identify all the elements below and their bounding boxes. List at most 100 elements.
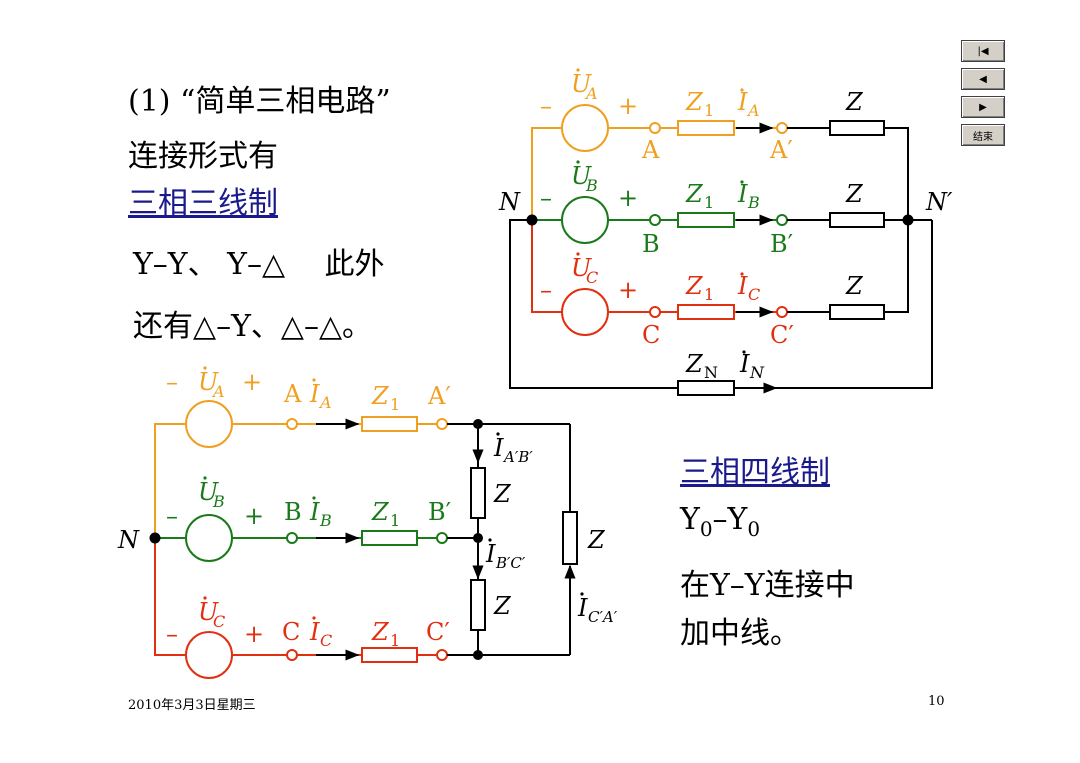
bottom-terminal-a-prime: [436, 418, 448, 430]
bottom-z1-b-sub: 1: [390, 511, 400, 530]
top-uc-label: U: [571, 254, 592, 282]
top-ic-label: I: [737, 272, 748, 300]
top-plus-c: +: [618, 276, 638, 304]
bottom-terminal-b: [286, 532, 298, 544]
footer-date: 2010年3月3日星期三: [128, 698, 256, 713]
top-b-prime-label: B′: [770, 230, 793, 258]
intro-line-1: (1) “简单三相电路”: [128, 84, 391, 119]
top-ib-label: I: [737, 180, 748, 208]
top-z-c: [829, 304, 885, 320]
top-wire-a-left: [531, 127, 562, 218]
bottom-ic-label: I: [309, 618, 320, 646]
top-ua-sub: A: [584, 84, 598, 103]
bottom-circuit: [149, 400, 578, 679]
bottom-z1-c-sub: 1: [390, 631, 400, 650]
bottom-z1-a: [361, 416, 418, 432]
y0-sub-2: 0: [747, 517, 761, 541]
top-dots: [576, 68, 746, 354]
top-terminal-a-prime: [776, 122, 788, 134]
top-in-sub: N: [749, 363, 765, 382]
bottom-z-ca-label: Z: [587, 526, 606, 554]
top-a-prime-label: A′: [769, 136, 793, 164]
first-slide-button[interactable]: |◀: [961, 40, 1005, 62]
bottom-ub-sub: B: [212, 492, 225, 511]
top-z-a: [829, 120, 885, 136]
top-z1-b-sub: 1: [704, 193, 714, 212]
prev-slide-button[interactable]: ◀: [961, 68, 1005, 90]
top-a-label: A: [641, 136, 660, 164]
top-zn-label: Z: [685, 350, 704, 378]
bottom-c-label: C: [282, 618, 300, 646]
top-terminal-c: [649, 306, 661, 318]
top-labels: N N′ – + U A A A′ Z 1 I A Z – + U B B B′…: [498, 70, 953, 382]
bottom-dots: [203, 366, 584, 620]
next-slide-button[interactable]: ▶: [961, 96, 1005, 118]
bottom-labels: N – + U A A I A Z 1 A′ – + U B B I B Z 1…: [117, 368, 618, 650]
bottom-terminal-c: [286, 649, 298, 661]
top-plus-a: +: [618, 92, 638, 120]
bottom-z1-c-label: Z: [371, 618, 390, 646]
end-show-button[interactable]: 结束: [961, 124, 1005, 146]
bottom-z-ab: [470, 467, 486, 519]
top-z-a-label: Z: [845, 88, 864, 116]
bottom-ua-sub: A: [211, 382, 225, 401]
link-three-phase-three-wire[interactable]: 三相三线制: [128, 186, 278, 221]
bottom-terminal-c-prime: [436, 649, 448, 661]
top-source-a: [561, 104, 609, 152]
top-minus-a: –: [540, 92, 552, 120]
top-z-c-label: Z: [845, 272, 864, 300]
intro-line-4: 还有△–Y、△–△。: [133, 309, 373, 344]
top-z1-a-label: Z: [685, 88, 704, 116]
top-terminal-a: [649, 122, 661, 134]
bottom-z-ca: [562, 511, 578, 565]
bottom-ica-label: I: [577, 594, 588, 622]
y0-y0-label: Y0–Y0: [680, 502, 760, 541]
top-z1-b: [677, 212, 735, 228]
top-z1-c-label: Z: [685, 272, 704, 300]
top-minus-c: –: [540, 276, 552, 304]
top-source-b: [561, 196, 609, 244]
bottom-z1-a-sub: 1: [390, 395, 400, 414]
bottom-plus-c: +: [244, 620, 264, 648]
bottom-ib-label: I: [309, 498, 320, 526]
prev-icon: ◀: [979, 73, 987, 85]
top-uc-sub: C: [586, 268, 598, 287]
link-three-phase-four-wire[interactable]: 三相四线制: [680, 455, 830, 490]
bottom-terminal-b-prime: [436, 532, 448, 544]
top-z1-a-sub: 1: [704, 101, 714, 120]
top-z-b-label: Z: [845, 180, 864, 208]
bottom-uc-label: U: [198, 598, 219, 626]
top-z1-c: [677, 304, 735, 320]
top-terminal-b: [649, 214, 661, 226]
bottom-iab-sub: A′B′: [502, 448, 533, 466]
top-terminal-c-prime: [776, 306, 788, 318]
bottom-minus-a: –: [166, 368, 178, 396]
bottom-source-b: [185, 514, 233, 562]
bottom-z1-a-label: Z: [371, 382, 390, 410]
bottom-ia-label: I: [309, 380, 320, 408]
bottom-ica-sub: C′A′: [588, 608, 618, 626]
bottom-c-prime-label: C′: [426, 618, 450, 646]
top-ia-label: I: [737, 88, 748, 116]
bottom-ibc-sub: B′C′: [495, 554, 526, 572]
top-ub-sub: B: [585, 176, 598, 195]
bottom-uc-sub: C: [213, 612, 225, 631]
bottom-ibc-label: I: [485, 540, 496, 568]
bottom-b-prime-label: B′: [428, 498, 451, 526]
top-minus-b: –: [540, 184, 552, 212]
top-terminal-b-prime: [776, 214, 788, 226]
top-zn-sub: N: [704, 363, 718, 382]
next-icon: ▶: [979, 101, 987, 113]
top-n-label: N: [498, 188, 521, 216]
top-wire-c-left: [531, 222, 562, 313]
top-z1-b-label: Z: [685, 180, 704, 208]
right-line-6: 加中线。: [680, 616, 800, 651]
bottom-a-prime-label: A′: [427, 382, 451, 410]
page-number: 10: [928, 694, 945, 709]
top-z1-c-sub: 1: [704, 285, 714, 304]
bottom-z1-b: [361, 530, 418, 546]
top-source-c: [561, 288, 609, 336]
top-node-n-prime: [902, 214, 914, 226]
